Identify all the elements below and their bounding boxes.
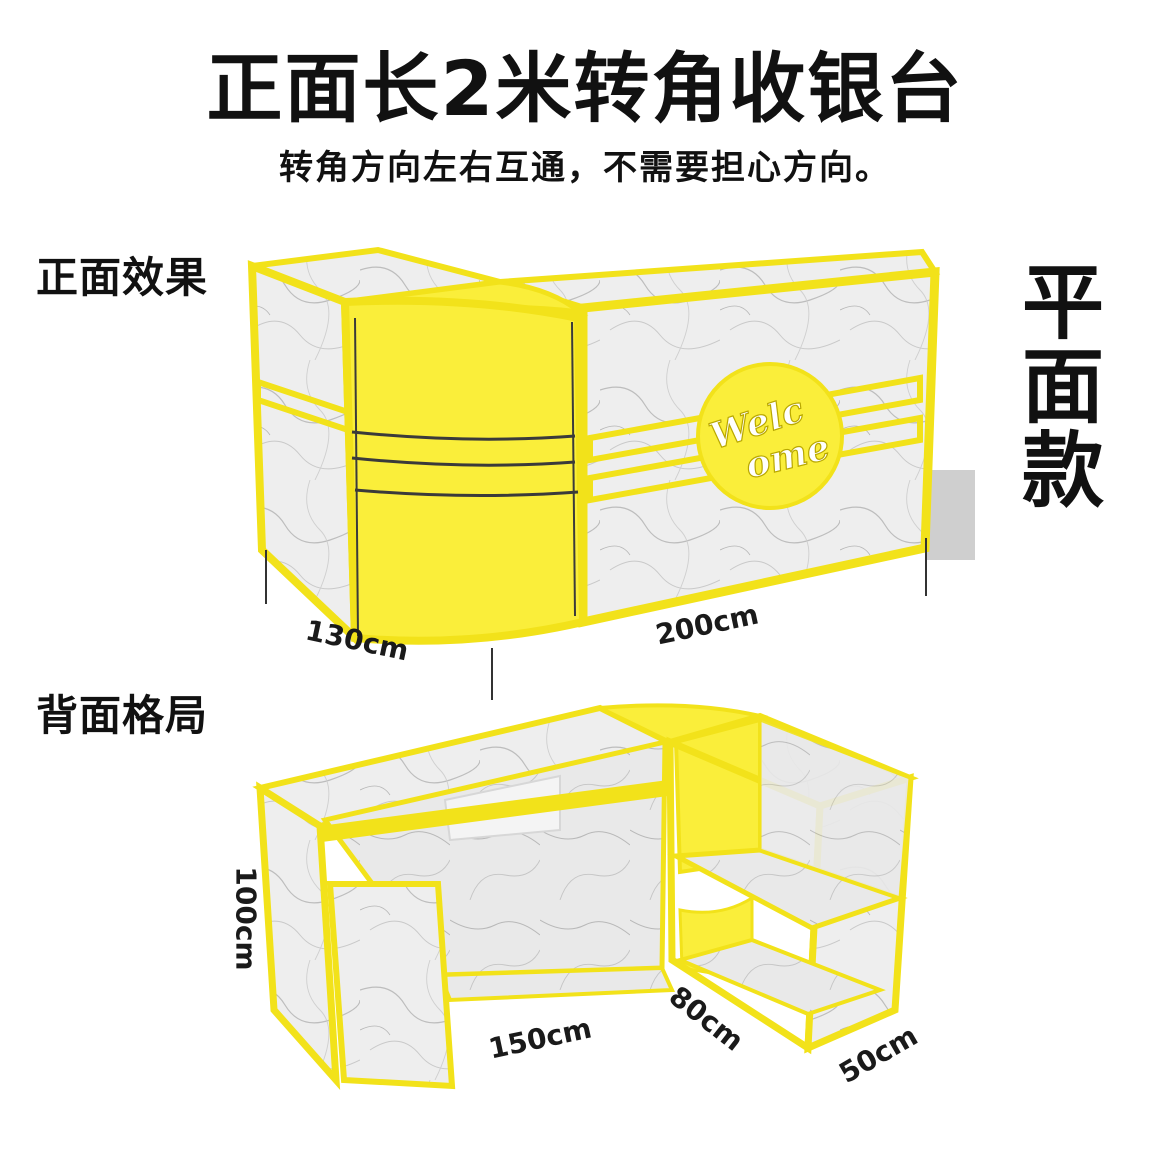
back-counter xyxy=(252,703,919,1090)
front-shadow xyxy=(925,470,975,560)
back-front-rail xyxy=(320,780,668,842)
welcome-logo-circle xyxy=(696,362,844,510)
page-title: 正面长2米转角收银台 xyxy=(206,44,964,133)
back-view-label: 背面格局 xyxy=(36,691,209,740)
dim-back-height: 100cm xyxy=(229,866,263,971)
style-label-char: 平 xyxy=(1021,256,1104,351)
front-left-panel xyxy=(247,260,360,648)
front-corner-band xyxy=(351,456,576,467)
front-corner-band xyxy=(351,430,576,441)
back-floor xyxy=(437,965,676,1003)
front-view-label: 正面效果 xyxy=(36,253,209,302)
back-cabinet-door xyxy=(326,881,456,1090)
back-right-inner xyxy=(758,717,912,901)
front-corner-edge xyxy=(354,317,359,637)
front-corner-band xyxy=(354,488,579,498)
front-corner-edge xyxy=(571,321,576,617)
back-right-shelf xyxy=(673,937,886,1017)
front-counter: Welc ome xyxy=(247,246,975,700)
page-subtitle: 转角方向左右互通，不需要担心方向。 xyxy=(279,148,891,188)
style-label-char: 款 xyxy=(1021,424,1104,519)
front-corner-panel xyxy=(340,296,588,645)
back-left-end xyxy=(256,781,341,1090)
style-label: 平 面 款 xyxy=(1018,262,1108,514)
style-label-char: 面 xyxy=(1021,340,1104,435)
